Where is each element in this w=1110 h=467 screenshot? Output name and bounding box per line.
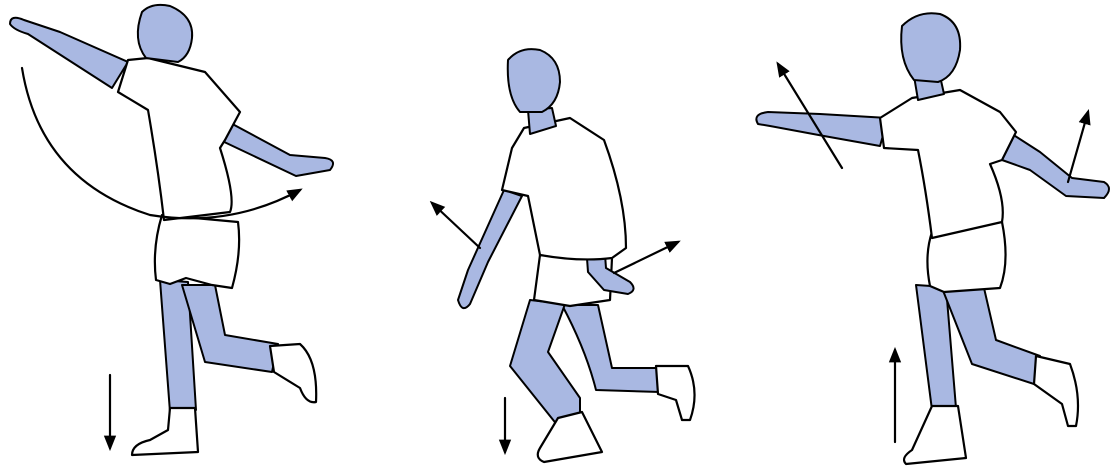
figure-3-arms-out bbox=[756, 13, 1109, 464]
figure-1-arm-swing bbox=[10, 5, 333, 455]
figure-2-back-foot bbox=[656, 366, 695, 420]
figure-3-right-arm-arrow bbox=[1068, 112, 1088, 182]
figure-1-raised-foot bbox=[270, 344, 316, 402]
figure-1-lowered-arm bbox=[220, 120, 333, 176]
figure-3-raised-leg bbox=[942, 288, 1040, 384]
figure-1-shirt bbox=[118, 58, 240, 220]
figure-2-shirt bbox=[502, 118, 626, 259]
figure-2-back-leg bbox=[562, 305, 660, 392]
figure-1-raised-leg bbox=[182, 285, 278, 372]
figure-1-raised-arm bbox=[10, 18, 128, 88]
figure-1-standing-foot bbox=[132, 408, 198, 455]
figure-2-head bbox=[508, 49, 560, 112]
figure-3-left-arm bbox=[756, 112, 888, 146]
figure-3-right-arm bbox=[1002, 134, 1109, 198]
figure-3-head bbox=[901, 13, 960, 82]
figure-3-shirt bbox=[880, 90, 1016, 238]
figure-2-front-arm-arrow bbox=[432, 203, 480, 248]
figure-3-raised-foot bbox=[1034, 356, 1078, 426]
figure-2-front-arm bbox=[458, 190, 522, 308]
figure-2-walking bbox=[432, 49, 695, 462]
figure-3-standing-foot bbox=[904, 406, 966, 464]
figure-2-front-foot bbox=[538, 412, 602, 462]
figure-1-head bbox=[138, 5, 192, 62]
figure-1-shorts bbox=[155, 215, 239, 288]
